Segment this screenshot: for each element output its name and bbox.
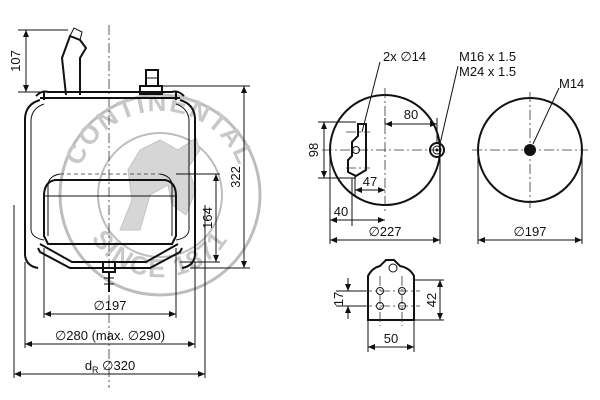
dim-body-diameter: ∅280 (max. ∅290)	[55, 328, 165, 343]
dim-47: 47	[363, 174, 377, 189]
bracket-view: 17 42 50	[331, 259, 444, 352]
label-m14: M14	[559, 76, 584, 91]
dim-322: 322	[228, 166, 243, 188]
horse-logo-icon	[119, 137, 201, 231]
dim-80: 80	[404, 107, 418, 122]
top-view: 2x ∅14 M16 x 1.5 M24 x 1.5 80 98 47 40 ∅…	[306, 49, 516, 244]
dim-98: 98	[306, 143, 321, 157]
dim-dr-diameter: dR ∅320	[85, 358, 135, 375]
dim-197-bottom: ∅197	[513, 224, 546, 239]
label-thread-m24: M24 x 1.5	[459, 64, 516, 79]
dim-164: 164	[200, 207, 215, 229]
label-thread-m16: M16 x 1.5	[459, 49, 516, 64]
side-view: 107 322 164 ∅197 ∅280 (max. ∅290) dR ∅32…	[8, 25, 250, 388]
dim-17: 17	[331, 292, 346, 306]
dim-piston-diameter: ∅197	[93, 298, 126, 313]
dim-227: ∅227	[368, 224, 401, 239]
dim-107: 107	[8, 50, 23, 72]
dim-40: 40	[334, 204, 348, 219]
dim-50: 50	[384, 331, 398, 346]
bottom-view: M14 ∅197	[472, 76, 588, 244]
dim-42: 42	[424, 293, 439, 307]
label-holes: 2x ∅14	[383, 49, 426, 64]
